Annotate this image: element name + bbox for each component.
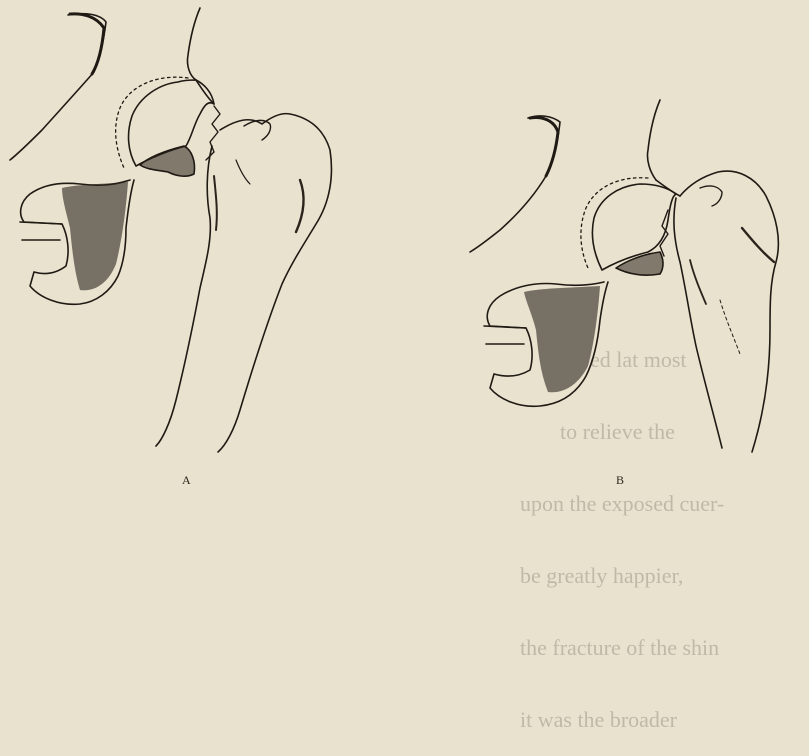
panel-a-pelvic-line	[187, 8, 200, 80]
panel-b-femoral-shaft	[680, 171, 778, 452]
bleed-line: the fracture of the shin	[520, 636, 724, 660]
panel-b-ischium-shading	[524, 286, 600, 392]
hip-fracture-illustration	[0, 0, 809, 493]
panel-b-ilium-outline	[470, 116, 560, 252]
panel-a-ilium-edge	[70, 14, 104, 74]
panel-b-ilium-edge	[530, 118, 558, 176]
bleed-line: be greatly happier,	[520, 564, 724, 588]
panel-b-neck-fragment	[616, 252, 663, 275]
panel-a-drawing	[10, 8, 331, 452]
panel-a-neck-fragment	[140, 146, 195, 176]
panel-a-acetabular-rim	[196, 80, 214, 104]
panel-a-femoral-shaft	[218, 114, 331, 452]
panel-a-label: A	[182, 473, 192, 488]
panel-b-drawing	[470, 100, 778, 452]
panel-b-pelvic-line	[647, 100, 660, 180]
bleed-line: it was the broader	[520, 708, 724, 732]
panel-a-ilium-outline	[10, 14, 106, 160]
bleed-line: upon the exposed cuer-	[520, 492, 724, 516]
panel-b-label: B	[616, 473, 625, 488]
